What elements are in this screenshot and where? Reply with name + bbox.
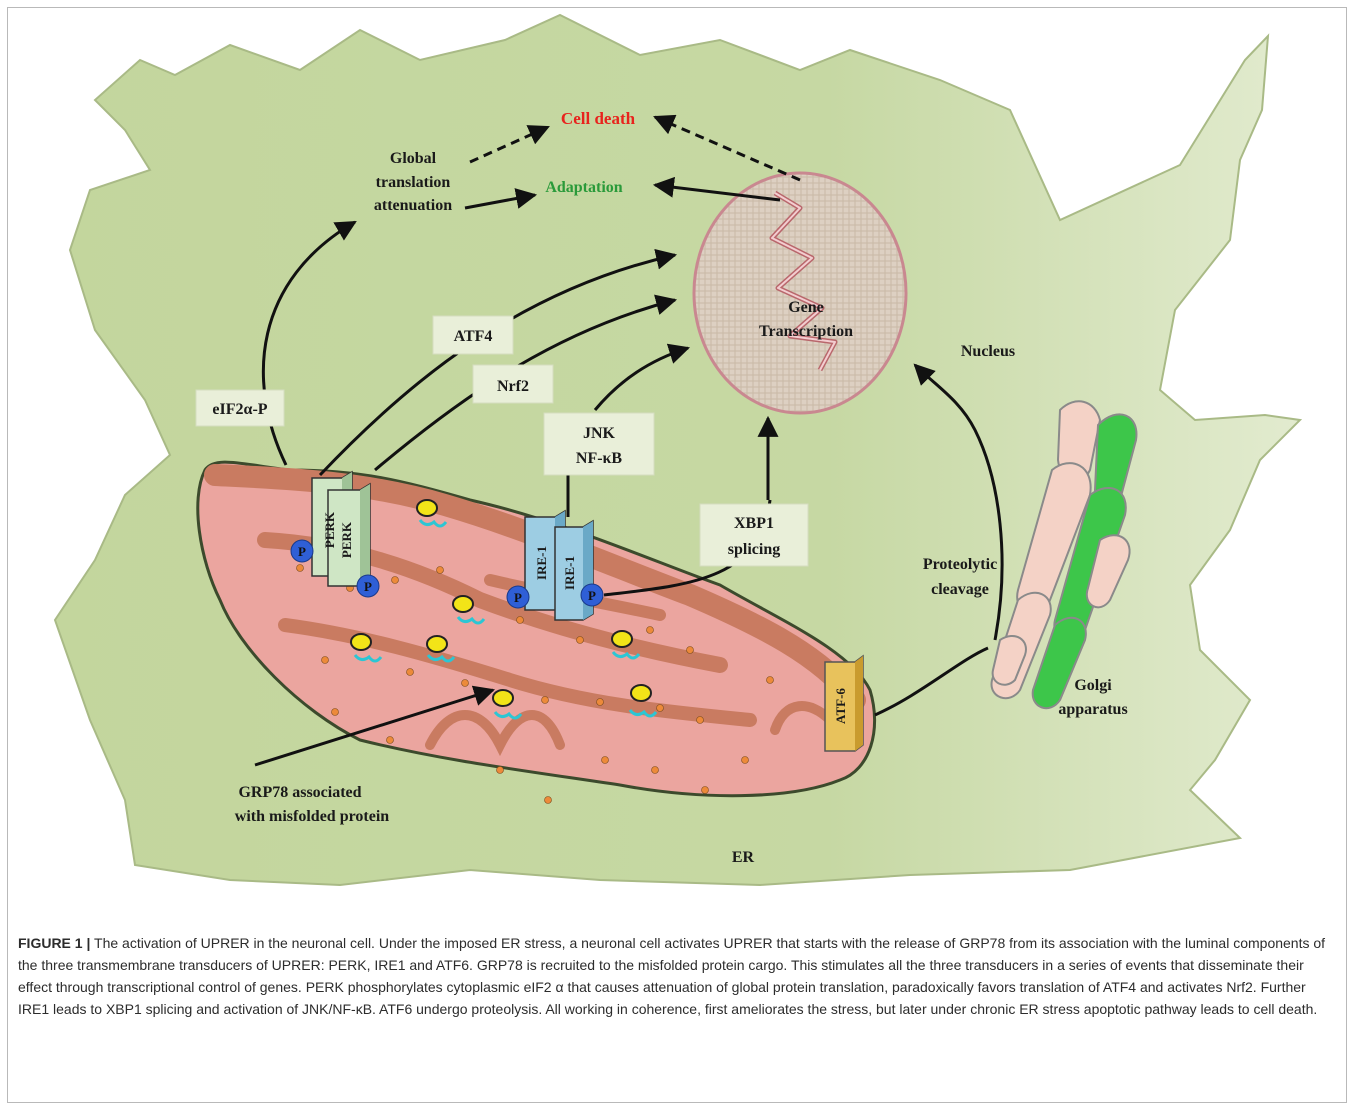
er-label: ER	[732, 849, 755, 866]
global-translation-label-3: attenuation	[374, 197, 452, 214]
proteolytic-label-2: cleavage	[931, 581, 989, 598]
phospho-label: P	[298, 544, 306, 559]
phospho-label: P	[514, 590, 522, 605]
upr-diagram: PERK PERK P P IRE-1 IRE-1 P P ATF-6	[0, 0, 1354, 925]
perk-label-1: PERK	[322, 511, 337, 548]
phospho-label: P	[364, 579, 372, 594]
global-translation-label-1: Global	[390, 150, 437, 167]
ire1-label-1: IRE-1	[534, 546, 549, 580]
figure-label: FIGURE 1 |	[18, 935, 90, 951]
gene-transcription-label-2: Transcription	[759, 323, 853, 340]
xbp1-label-2: splicing	[728, 541, 780, 558]
gene-transcription-label-1: Gene	[788, 299, 824, 316]
xbp1-label-1: XBP1	[734, 515, 774, 532]
nrf2-label: Nrf2	[497, 378, 529, 395]
nucleus-label: Nucleus	[961, 343, 1015, 360]
grp78-label-1: GRP78 associated	[238, 784, 361, 801]
figure-caption: FIGURE 1 | The activation of UPRER in th…	[18, 932, 1336, 1020]
atf6-label: ATF-6	[833, 688, 848, 724]
golgi-label-2: apparatus	[1058, 701, 1127, 718]
jnk-label-1: JNK	[583, 425, 616, 442]
grp78-label-2: with misfolded protein	[235, 808, 389, 825]
nucleus	[694, 173, 906, 413]
global-translation-label-2: translation	[376, 174, 451, 191]
atf6-transducer: ATF-6	[825, 656, 863, 751]
jnk-label-2: NF-κB	[576, 450, 623, 467]
adaptation-label: Adaptation	[545, 179, 622, 196]
perk-label-2: PERK	[339, 521, 354, 558]
atf4-label: ATF4	[454, 328, 493, 345]
phospho-label: P	[588, 588, 596, 603]
proteolytic-label-1: Proteolytic	[923, 556, 997, 573]
ire1-label-2: IRE-1	[562, 556, 577, 590]
golgi-label-1: Golgi	[1074, 677, 1112, 694]
eif2a-label: eIF2α-P	[212, 401, 267, 418]
cell-death-label: Cell death	[561, 109, 636, 128]
caption-text: The activation of UPRER in the neuronal …	[18, 935, 1325, 1017]
